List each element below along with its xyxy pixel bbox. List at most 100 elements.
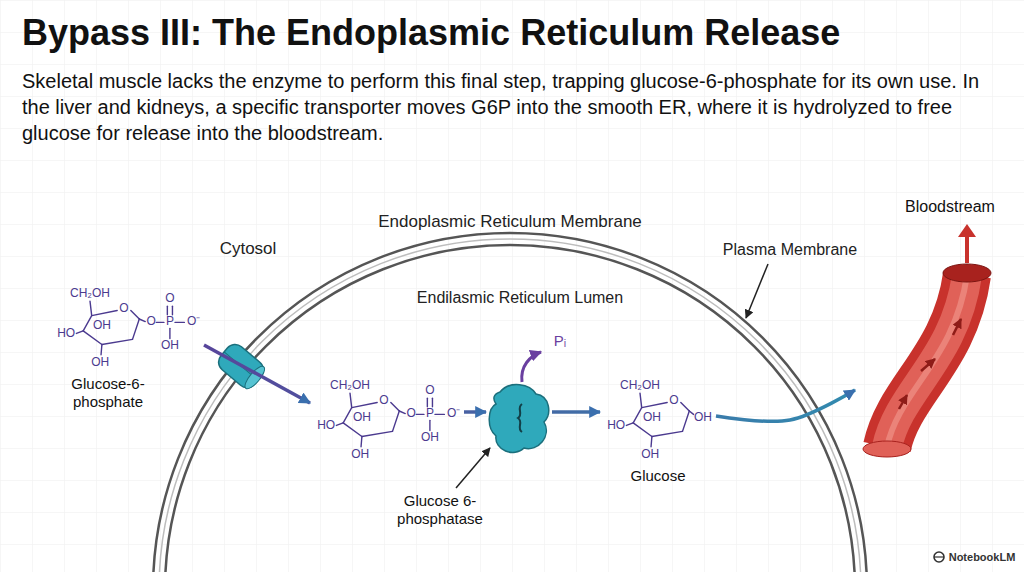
atom-label: CH₂OH xyxy=(620,379,660,392)
atom-label: O xyxy=(165,292,174,305)
bond-line xyxy=(427,398,428,407)
flow-arrow xyxy=(552,410,600,414)
leader-line xyxy=(456,448,490,488)
atom-label: O⁻ xyxy=(187,316,200,329)
bond-line xyxy=(652,431,683,436)
atom-label: HO xyxy=(607,420,625,433)
enzyme-shape xyxy=(489,385,548,453)
atom-label: OH xyxy=(161,340,179,353)
bond-line xyxy=(626,423,633,426)
node-outline xyxy=(855,195,1005,470)
bond-line xyxy=(100,345,102,355)
phosphate-label: Pᵢ xyxy=(554,332,566,349)
atom-label: OH xyxy=(421,432,439,445)
atom-label: O xyxy=(147,316,156,329)
bond-line xyxy=(156,322,164,323)
flow-arrow xyxy=(953,319,961,335)
region-label: Endilasmic Reticulum Lumen xyxy=(417,289,623,307)
bond-line xyxy=(83,316,92,331)
bond-line xyxy=(172,306,173,315)
bond-line xyxy=(167,306,168,315)
bond-line xyxy=(416,414,424,415)
vessel-highlight xyxy=(887,275,967,447)
atom-label: CH₂OH xyxy=(70,287,110,300)
membrane-label: Plasma Membrane xyxy=(723,241,857,259)
flow-arrow xyxy=(921,359,935,371)
node-label: Glucose 6-phosphatase xyxy=(380,492,500,528)
bond-line xyxy=(689,411,693,414)
bond-line xyxy=(429,420,430,430)
phosphate-release-arrow xyxy=(522,352,541,382)
outflow-arrowhead xyxy=(958,224,976,237)
bond-line xyxy=(640,393,642,407)
atom-label: P xyxy=(166,316,174,329)
title: Bypass III: The Endoplasmic Reticulum Re… xyxy=(22,12,1012,54)
bond-line xyxy=(362,431,393,436)
molecule-structure: CH₂OHOOHHOOHOHGlucose xyxy=(600,375,716,489)
atom-label: CH₂OH xyxy=(330,379,370,392)
node-label: Bloodstream xyxy=(895,197,1005,216)
flow-arrow xyxy=(899,395,907,409)
atom-label: OH xyxy=(353,411,371,424)
bond-line xyxy=(76,331,83,334)
bond-line xyxy=(633,408,642,423)
bond-line xyxy=(90,301,92,315)
bond-line xyxy=(343,423,362,437)
leader-line xyxy=(746,264,768,318)
flow-arrow xyxy=(204,345,310,403)
outflow-arrow xyxy=(965,235,969,263)
bond-line xyxy=(83,331,102,345)
chemical-bonds xyxy=(626,393,693,447)
bond-line xyxy=(102,339,133,344)
node-outline xyxy=(486,378,552,458)
chemical-bonds xyxy=(336,393,444,447)
atom-label: P xyxy=(426,408,434,421)
blood-vessel: Bloodstream xyxy=(855,195,1005,470)
enzyme-blob: Glucose 6-phosphatase xyxy=(486,378,552,458)
bond-line xyxy=(336,423,343,426)
active-site xyxy=(518,404,522,432)
node-label: Glucose-6- phosphate xyxy=(58,375,158,411)
atom-label: HO xyxy=(317,420,335,433)
bond-line xyxy=(633,423,652,437)
flow-arrows xyxy=(899,319,961,409)
bond-line xyxy=(432,398,433,407)
watermark: NotebookLM xyxy=(949,551,1016,563)
atom-label: O xyxy=(425,384,434,397)
atom-label: HO xyxy=(57,328,75,341)
atom-label: O xyxy=(119,302,128,315)
bond-line xyxy=(391,403,400,412)
atom-label: O xyxy=(379,394,388,407)
bond-line xyxy=(393,411,400,431)
bond-line xyxy=(343,408,352,423)
bond-line xyxy=(360,437,362,447)
bond-line xyxy=(175,322,184,323)
molecule-structure: CH₂OHOOHHOOHOOPO⁻OHGlucose-6- phosphate xyxy=(50,283,204,415)
atom-label: OH xyxy=(643,411,661,424)
atom-label: O xyxy=(669,394,678,407)
vessel-wall xyxy=(887,275,967,447)
atom-label: O xyxy=(407,408,416,421)
vessel-opening xyxy=(863,441,911,457)
bond-line xyxy=(642,403,668,408)
caption: Skeletal muscle lacks the enzyme to perf… xyxy=(22,68,1007,146)
atom-label: OH xyxy=(641,449,659,462)
vessel-opening xyxy=(943,264,991,282)
chemical-bonds xyxy=(76,301,184,355)
bond-line xyxy=(399,411,405,414)
bond-line xyxy=(435,414,444,415)
region-label: Cytosol xyxy=(220,239,277,259)
vessel-lumen xyxy=(887,275,967,447)
membrane-label: Endoplasmic Reticulum Membrane xyxy=(378,212,642,232)
flow-arrow xyxy=(716,390,855,421)
er-membrane xyxy=(153,233,867,572)
bond-line xyxy=(650,437,652,447)
atom-label: O⁻ xyxy=(447,408,460,421)
node-label: Glucose xyxy=(600,467,716,485)
bond-line xyxy=(352,403,378,408)
bond-line xyxy=(133,319,140,339)
bond-line xyxy=(169,328,170,338)
bond-line xyxy=(139,319,145,322)
